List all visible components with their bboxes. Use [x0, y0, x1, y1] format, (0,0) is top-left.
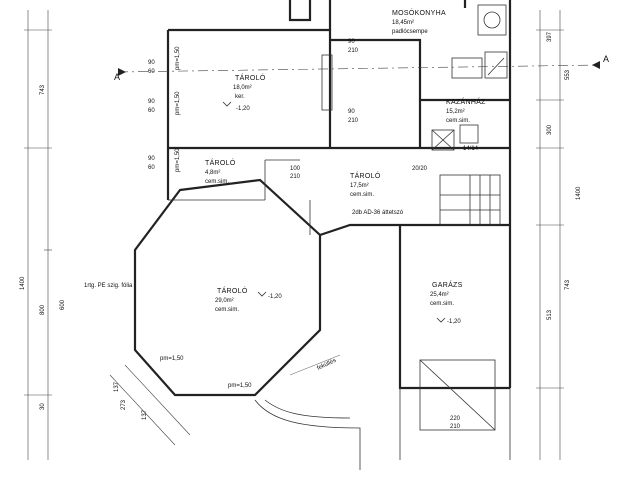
room-area-boiler: 15,2m² — [446, 109, 465, 115]
window-2-height: 60 — [148, 108, 155, 114]
window-2-width: 90 — [148, 99, 155, 105]
room-name-storage-mid: TÁROLÓ — [350, 171, 381, 180]
room-area-garage: 25,4m² — [430, 292, 449, 298]
window-pm-1: pm=1,50 — [175, 46, 181, 70]
door-2-height: 210 — [348, 118, 359, 124]
note-fektetes: feküllés — [316, 358, 337, 372]
door-3-height: 210 — [290, 174, 301, 180]
window-pm-3: pm=1,50 — [175, 148, 181, 172]
room-name-storage-small: TÁROLÓ — [205, 158, 236, 167]
room-name-garage: GARÁZS — [432, 280, 463, 289]
room-name-storage-octagon: TÁROLÓ — [217, 286, 248, 295]
room-floor-laundry: padlócsempe — [392, 29, 428, 35]
dimension-lines-right — [536, 10, 564, 460]
room-name-boiler: KAZÁNHÁZ — [446, 97, 486, 106]
section-line — [117, 61, 601, 76]
room-name-storage-main: TÁROLÓ — [235, 73, 266, 82]
note-ventilator: 2db AD-36 áttetszó — [352, 210, 404, 216]
note-foil: 1rtg. PE szig. fólia — [84, 283, 133, 289]
dim-bottom-c: 137 — [142, 409, 148, 420]
room-area-storage-octagon: 29,0m² — [215, 298, 234, 304]
dim-left-d: 30 — [40, 403, 46, 410]
room-area-storage-mid: 17,5m² — [350, 183, 369, 189]
window-pm-2: pm=1,50 — [175, 91, 181, 115]
dim-right-a: 553 — [565, 69, 571, 80]
dim-right-d: 300 — [547, 124, 553, 135]
room-area-laundry: 18,45m² — [392, 20, 414, 26]
dimension-lines-left — [24, 10, 52, 460]
dim-left-a: 743 — [40, 84, 46, 95]
section-label-left: A — [114, 72, 120, 82]
room-floor-boiler: cem.sim. — [446, 118, 470, 124]
garage-door — [399, 359, 511, 460]
door-1-width: 90 — [348, 39, 355, 45]
room-area-storage-main: 18,0m² — [233, 85, 252, 91]
dim-bottom-a: 137 — [114, 381, 120, 392]
note-vent-size: 14/14 — [463, 146, 479, 152]
room-floor-storage-mid: cem.sim. — [350, 192, 374, 198]
dim-left-total: 1400 — [20, 276, 26, 290]
level-storage-main: -1,20 — [236, 106, 250, 112]
window-1-width: 90 — [148, 60, 155, 66]
window-pm-5: pm=1,50 — [160, 356, 184, 362]
laundry-fixtures — [431, 4, 508, 151]
room-name-laundry: MOSÓKONYHA — [392, 8, 446, 17]
window-3-width: 90 — [148, 156, 155, 162]
door-6-width: 220 — [450, 416, 461, 422]
note-vent-size-2: 20/20 — [412, 166, 428, 172]
dim-right-total: 1400 — [576, 186, 582, 200]
door-1-height: 210 — [348, 48, 359, 54]
room-floor-storage-main: ker. — [235, 94, 245, 100]
room-floor-garage: cem.sim. — [430, 301, 454, 307]
room-floor-storage-small: cem.sim. — [205, 179, 229, 185]
dim-left-b: 800 — [40, 304, 46, 315]
door-2-width: 90 — [348, 109, 355, 115]
dim-left-c: 600 — [60, 299, 66, 310]
dim-right-b: 743 — [565, 279, 571, 290]
level-garage: -1,20 — [447, 319, 461, 325]
ramp — [254, 354, 361, 470]
stairs — [440, 175, 500, 225]
dim-right-h: 397 — [547, 31, 553, 42]
dim-bottom-b: 273 — [121, 399, 127, 410]
window-1-height: 60 — [148, 69, 155, 75]
room-floor-storage-octagon: cem.sim. — [215, 307, 239, 313]
level-storage-octagon: -1,20 — [268, 294, 282, 300]
level-markers — [222, 101, 446, 323]
dimension-lines-diagonal — [109, 364, 191, 446]
room-area-storage-small: 4,8m² — [205, 170, 220, 176]
door-6-height: 210 — [450, 424, 461, 430]
window-3-height: 60 — [148, 165, 155, 171]
door-3-width: 100 — [290, 166, 301, 172]
window-pm-4: pm=1,50 — [228, 383, 252, 389]
dim-right-c: 513 — [547, 309, 553, 320]
section-label-right: A — [603, 54, 609, 64]
